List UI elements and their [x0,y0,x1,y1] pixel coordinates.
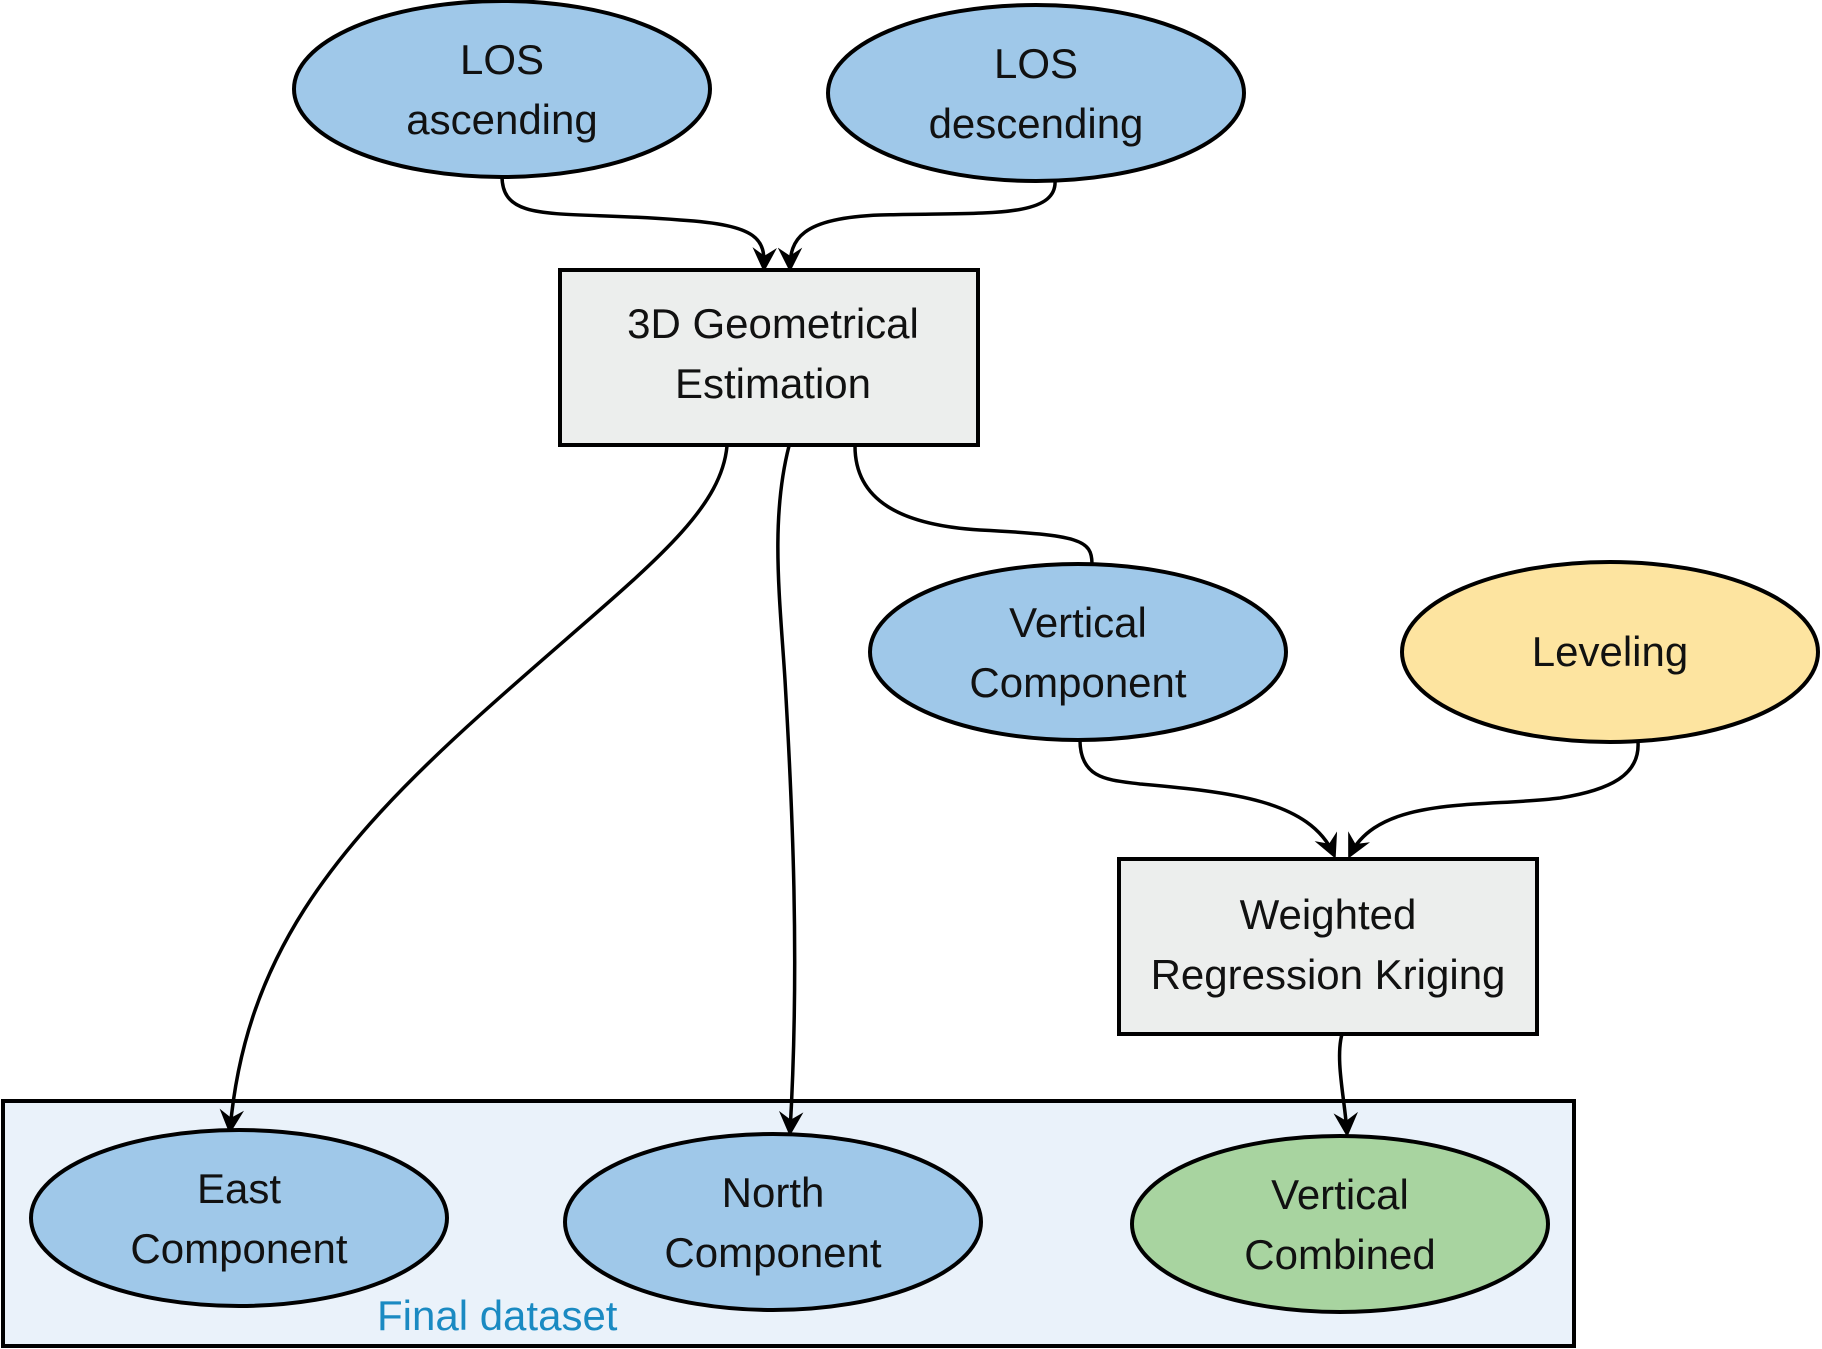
node-wrk-line1: Weighted [1240,891,1417,938]
node-los-descending-line2: descending [929,100,1144,147]
edge-los-asc-to-geom [500,175,777,273]
node-vertical-combined: Vertical Combined [1130,1134,1550,1314]
node-north-line1: North [722,1169,825,1216]
final-dataset-label: Final dataset [377,1292,618,1339]
node-east-component: East Component [29,1128,449,1308]
node-east-line2: Component [130,1225,347,1272]
node-los-ascending: LOS ascending [292,0,712,179]
node-vcomb-line1: Vertical [1271,1171,1409,1218]
node-vert-line2: Component [969,659,1186,706]
node-vert-line1: Vertical [1009,599,1147,646]
node-weighted-regression-kriging: Weighted Regression Kriging [1117,857,1539,1036]
node-los-descending: LOS descending [826,3,1246,183]
node-vcomb-line2: Combined [1244,1231,1435,1278]
node-wrk-line2: Regression Kriging [1151,951,1506,998]
node-geom-line2: Estimation [675,360,871,407]
edge-leveling-to-wrk [1348,741,1640,859]
edge-los-desc-to-geom [777,179,1057,273]
node-geom-line1: 3D Geometrical [627,300,919,347]
edge-geom-to-east [219,445,729,1135]
edge-geom-to-north [776,445,804,1137]
node-north-component: North Component [563,1132,983,1312]
edge-geom-to-vert [853,445,1094,565]
node-east-line1: East [197,1165,281,1212]
edge-wrk-to-vcomb [1333,1033,1358,1138]
edge-vert-to-wrk [1078,739,1338,859]
node-3d-geometrical-estimation: 3D Geometrical Estimation [558,268,980,447]
node-los-ascending-line1: LOS [460,36,544,83]
node-vertical-component: Vertical Component [868,562,1288,742]
node-los-ascending-line2: ascending [406,96,597,143]
node-los-descending-line1: LOS [994,40,1078,87]
node-leveling-line1: Leveling [1532,628,1688,675]
node-north-line2: Component [664,1229,881,1276]
node-leveling: Leveling [1400,560,1820,744]
